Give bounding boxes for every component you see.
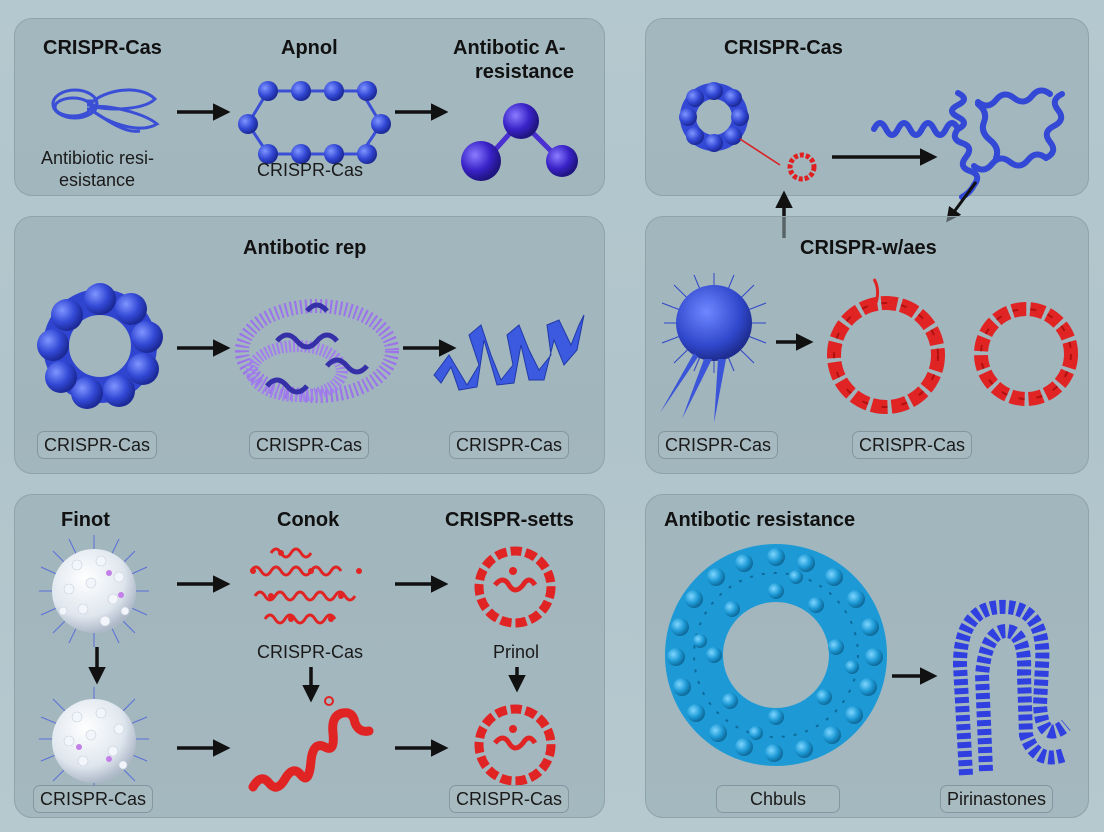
step-title-apnol: Apnol <box>281 37 338 59</box>
arrow-icon <box>892 667 938 685</box>
label-tag: CRISPR-Cas <box>249 431 370 459</box>
arrow-icon <box>832 148 938 166</box>
white-virus-icon <box>39 535 149 647</box>
label-tag: CRISPR-Cas <box>449 785 570 813</box>
arrow-icon <box>177 339 231 357</box>
label-tag: CRISPR-Cas <box>33 785 154 813</box>
arrow-down-icon <box>302 667 320 703</box>
step-caption-line1: Antibiotic resi- <box>41 148 155 168</box>
red-helix-ring-icon-4 <box>474 704 556 786</box>
cyan-globular-ring-icon <box>665 544 887 766</box>
small-red-ring-icon <box>787 152 817 182</box>
blue-hairpin-coil-icon <box>952 599 1071 776</box>
step-title-antibotic-line1: Antibotic A- <box>453 37 566 59</box>
arrow-icon <box>177 739 231 757</box>
label-tag: CRISPR-Cas <box>449 431 570 459</box>
label-tag: CRISPR-Cas <box>37 431 158 459</box>
red-helix-strand-icon <box>248 696 374 792</box>
step-caption-line2: esistance <box>59 170 136 190</box>
arrow-icon <box>177 103 231 121</box>
panel-top-right: CRISPR-Cas <box>645 18 1089 200</box>
step-caption-crispr: CRISPR-Cas <box>257 160 364 180</box>
coiled-ribbon-icon <box>51 88 160 133</box>
bead-ring-icon <box>238 81 391 164</box>
arrow-icon <box>395 739 449 757</box>
arrow-down-icon <box>88 647 106 685</box>
white-virus-icon-2 <box>39 687 149 787</box>
step-title-crispr-setts: CRISPR-setts <box>445 509 574 531</box>
step-title-finot: Finot <box>61 509 110 531</box>
step-caption-prinol: Prinol <box>493 642 540 662</box>
panel-middle-left: Antibotic rep CRISPR-Cas CRISPR-Cas CRIS… <box>14 216 605 474</box>
blue-helix-network-icon <box>871 87 1065 200</box>
panel-title-antibotic-rep: Antibotic rep <box>243 237 367 259</box>
blue-bead-ring-icon <box>679 82 749 152</box>
arrow-diagonal-icon <box>946 181 978 223</box>
arrow-icon <box>395 103 449 121</box>
arrow-down-icon <box>508 667 526 693</box>
step-title-conok: Conok <box>277 509 340 531</box>
blue-spiky-cell-icon <box>660 273 767 423</box>
blue-ribbon-helix-icon <box>433 314 585 391</box>
red-coil-cluster-icon <box>249 547 362 625</box>
arrow-icon <box>177 575 231 593</box>
red-helix-ring-icon-2 <box>974 302 1078 406</box>
blue-torus-icon <box>37 283 163 409</box>
panel-bottom-left: Finot Conok CRISPR-setts CRISPR-Cas Prin… <box>14 494 605 818</box>
panel-top-left: CRISPR-Cas Antibiotic resi- esistance Ap… <box>14 18 605 196</box>
purple-hairy-complex-icon <box>235 299 399 403</box>
red-helix-ring-icon-3 <box>474 546 556 628</box>
label-tag: Pirinastones <box>940 785 1054 813</box>
label-tag: Chbuls <box>716 785 840 813</box>
arrow-icon <box>403 339 457 357</box>
panel-title-antibotic-resistance: Antibotic resistance <box>664 509 856 531</box>
arrow-icon <box>776 333 814 351</box>
panel-title-crispr-waes: CRISPR-w/aes <box>800 237 937 259</box>
label-tag: CRISPR-Cas <box>852 431 973 459</box>
connector-line <box>739 138 781 166</box>
step-caption-crispr: CRISPR-Cas <box>257 642 364 662</box>
panel-title-crispr-cas: CRISPR-Cas <box>724 37 843 59</box>
panel-middle-right: CRISPR-w/aes CRISPR-Cas CRISPR-Cas <box>645 216 1089 474</box>
panel-bottom-right: Antibotic resistance Chbuls Pirinastones <box>645 494 1089 818</box>
step-title-crispr-cas: CRISPR-Cas <box>43 37 162 59</box>
red-helix-ring-icon <box>827 278 945 414</box>
label-tag: CRISPR-Cas <box>658 431 779 459</box>
step-title-antibotic-line2: resistance <box>475 61 574 83</box>
arrow-icon <box>395 575 449 593</box>
three-sphere-molecule-icon <box>461 103 578 181</box>
